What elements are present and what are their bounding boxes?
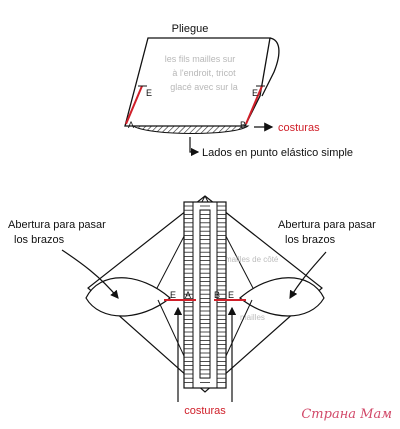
marker-e-bl: E <box>170 290 176 300</box>
faint-text-2: à l'endroit, tricot <box>172 68 236 78</box>
arm-opening-left <box>85 277 171 317</box>
marker-b: B <box>240 120 246 130</box>
arrow-to-sides-label <box>189 137 200 157</box>
seams-label-bottom: costuras <box>184 405 226 417</box>
fold-curl <box>261 37 280 97</box>
arm-label-right-1: Abertura para pasar <box>278 219 376 231</box>
arm-label-left-1: Abertura para pasar <box>8 219 106 231</box>
arrow-arm-left <box>61 249 119 299</box>
marker-e-right: E <box>252 88 258 98</box>
marker-e-left: E <box>146 88 152 98</box>
fold-label: Pliegue <box>172 23 209 35</box>
faint-text-5: mailles <box>240 313 265 322</box>
marker-e-br: E <box>228 290 234 300</box>
ribbed-center-strip <box>183 201 227 389</box>
arm-label-right-2: los brazos <box>285 234 336 246</box>
seam-left <box>125 85 143 125</box>
arm-opening-right <box>239 277 325 317</box>
arrow-arm-right <box>289 251 327 300</box>
seam-right <box>245 85 263 125</box>
faint-text-1: les fils mailles sur <box>165 54 236 64</box>
marker-a-bottom: A <box>185 290 191 300</box>
seams-label-top: costuras <box>278 122 320 134</box>
faint-text-3: glacé avec sur la <box>170 82 238 92</box>
faint-text-4: mailles de côté <box>225 255 279 264</box>
bottom-assembly: mailles de côté mailles E A B E Abertura… <box>8 195 376 417</box>
arm-label-left-2: los brazos <box>14 234 65 246</box>
marker-b-bottom: B <box>214 290 220 300</box>
marker-a: A <box>128 120 134 130</box>
site-watermark: Страна Мам <box>301 407 392 422</box>
elastic-rib-band <box>131 125 250 134</box>
sides-label: Lados en punto elástico simple <box>202 147 353 159</box>
top-folded-piece: Pliegue les fils mailles sur à l'endroit… <box>124 23 353 159</box>
